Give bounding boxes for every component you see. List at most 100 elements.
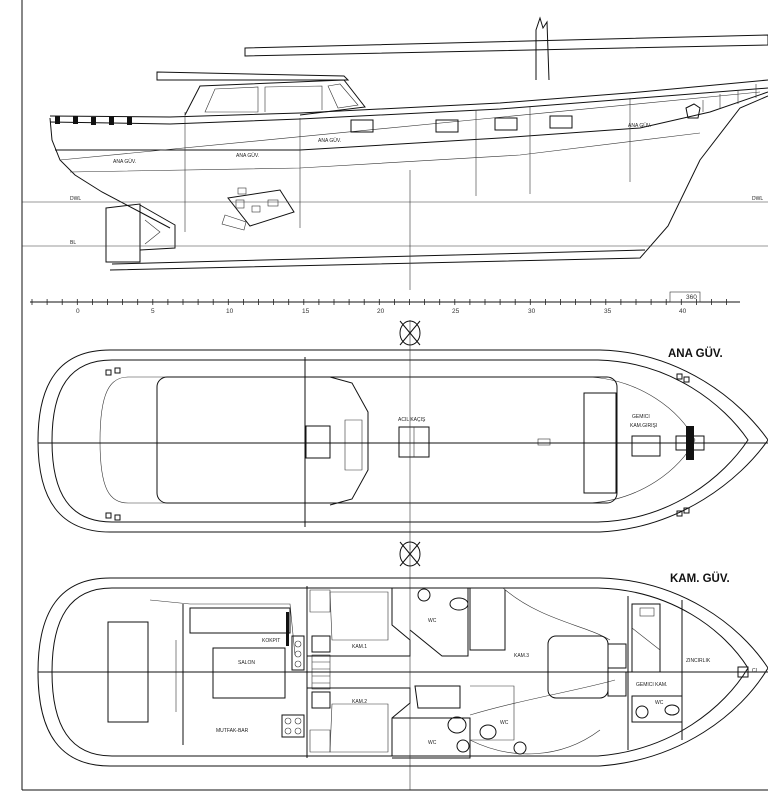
helm-console	[344, 419, 363, 471]
section-marker-bottom	[399, 541, 421, 567]
label-cabin-1: KAM.1	[352, 644, 367, 650]
label-saloon: SALON	[238, 660, 255, 666]
label-cockpit: KOKPIT	[262, 638, 280, 644]
label-wc-1: WC	[428, 618, 437, 624]
main-deck-outer-hull	[37, 349, 768, 533]
bow-rail-stanchions	[702, 84, 757, 112]
saloon-table	[212, 647, 286, 699]
label-galley-bar: MUTFAK-BAR	[216, 728, 249, 734]
station-lines	[184, 98, 631, 232]
label-ana-guv-fwd: ANA GÜV.	[628, 122, 651, 129]
scale-minor-ticks	[31, 299, 727, 305]
wc-1-basin	[449, 597, 469, 611]
lower-deck-title: KAM. GÜV.	[670, 572, 730, 585]
label-ana-guv-mid: ANA GÜV.	[236, 152, 259, 159]
lower-deck-plan: KAM. GÜV. KOKPIT SALON MUTFAK-BAR KAM.1 …	[37, 541, 768, 790]
crew-label-2: KAM.GIRIŞI	[630, 423, 657, 429]
wc-2-walls	[414, 685, 461, 709]
scale-tick-15: 15	[302, 308, 310, 315]
cabin-1-bed	[329, 591, 389, 641]
scale-tick-35: 35	[604, 308, 612, 315]
chine-line	[59, 91, 761, 161]
rudder	[105, 203, 141, 263]
label-cabin-3: KAM.3	[514, 653, 529, 659]
wc-3-toilet	[456, 739, 470, 753]
crew-pillow	[639, 607, 655, 617]
cabin-3-locker-2	[607, 671, 627, 697]
cabin-2-locker	[309, 729, 331, 753]
sheer-line	[55, 91, 768, 151]
label-ana-guv-upper: ANA GÜV.	[318, 137, 341, 144]
deck-vent	[537, 438, 551, 446]
label-dwl-right: DWL	[752, 196, 763, 202]
scale-tick-40: 40	[679, 308, 687, 315]
mast	[535, 16, 550, 81]
keel-line	[111, 249, 646, 265]
section-marker-top	[399, 320, 421, 346]
engine	[221, 187, 295, 231]
label-wc-4: WC	[655, 700, 664, 706]
cabin-3-bed	[547, 635, 609, 699]
scale-bar: 0 5 10 15 20 25 30 35 40 360	[30, 291, 740, 315]
scale-tick-5: 5	[151, 308, 155, 315]
cabin-2-bed	[329, 703, 389, 753]
hull-keel-stem	[109, 95, 768, 271]
lower-deck-outer-hull	[37, 577, 768, 767]
deckhouse-roof	[156, 71, 350, 81]
stern-rail-posts	[55, 116, 132, 125]
label-wc-2: WC	[500, 720, 509, 726]
cabin-2-door	[311, 691, 331, 709]
galley-stove	[281, 714, 305, 738]
crew-bunk-1	[631, 603, 661, 673]
scale-tick-30: 30	[528, 308, 536, 315]
wc-1-walls	[392, 587, 469, 657]
wc-1-toilet	[417, 588, 431, 602]
scale-tag: 360	[686, 294, 697, 301]
main-deck-walkway	[99, 376, 696, 504]
emergency-hatch-label: ACIL KAÇIŞ	[398, 417, 426, 423]
deck-line	[69, 132, 701, 173]
label-bl: BL	[70, 240, 76, 246]
portholes	[350, 115, 573, 133]
cabin-2-walls	[307, 687, 411, 757]
cabin-3-curve-1	[502, 587, 611, 641]
label-chain-locker: ZINCIRLIK	[686, 658, 711, 664]
scale-tick-10: 10	[226, 308, 234, 315]
rail-top	[49, 79, 768, 118]
wc-3-basin	[447, 716, 467, 734]
crew-wc-basin	[664, 704, 680, 716]
label-dwl-left: DWL	[70, 196, 81, 202]
cabin-3-aft-wall	[469, 588, 506, 651]
label-centerline: CL	[752, 668, 759, 674]
wc-3-walls	[392, 717, 471, 759]
label-cabin-2: KAM.2	[352, 699, 367, 705]
crew-hatch	[631, 435, 661, 457]
bow-fitting	[737, 666, 749, 678]
cabin-1-door	[311, 635, 331, 653]
windlass-profile	[685, 103, 701, 119]
deckhouse-window-1	[204, 86, 259, 113]
cabin-3-arc	[469, 729, 601, 755]
label-ana-guv-stern: ANA GÜV.	[113, 158, 136, 165]
main-deck-title: ANA GÜV.	[668, 347, 723, 360]
propeller	[144, 219, 161, 245]
cabin-3-curve-2	[469, 679, 616, 716]
helm-seat	[305, 425, 331, 459]
main-deck-inner-hull	[51, 359, 749, 523]
wc-4-basin	[479, 724, 497, 740]
cabin-1-locker	[309, 589, 331, 613]
lower-deck-inner-hull	[51, 587, 749, 757]
scale-tick-20: 20	[377, 308, 385, 315]
crew-wc-toilet	[635, 705, 649, 719]
saloon-settee	[189, 607, 291, 634]
deckhouse-window-3	[327, 83, 359, 109]
galley-sink	[291, 635, 305, 671]
scale-tag-box	[669, 291, 701, 303]
cleats	[105, 367, 690, 521]
scale-tick-0: 0	[76, 308, 80, 315]
rail-bottom	[49, 87, 768, 125]
side-profile-view: ANA GÜV. ANA GÜV. ANA GÜV. ANA GÜV. DWL …	[22, 16, 768, 290]
deckhouse	[184, 79, 366, 116]
deckhouse-window-2	[264, 85, 323, 112]
